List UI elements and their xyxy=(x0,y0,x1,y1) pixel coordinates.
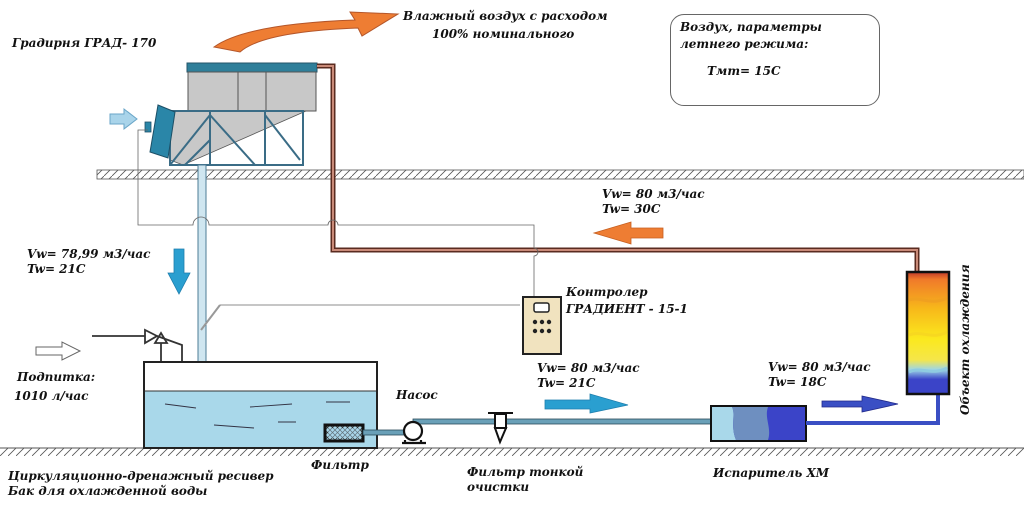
intake-air-arrow xyxy=(109,107,138,131)
cold-flow-arrow xyxy=(821,395,899,413)
makeup-arrow xyxy=(35,341,82,361)
cooling-tower xyxy=(144,62,318,166)
coarse-filter xyxy=(323,423,365,443)
upper-floor-slab xyxy=(96,169,1024,180)
exhaust-air-arrow xyxy=(212,11,400,53)
evaporator xyxy=(710,405,807,442)
cooling-object xyxy=(905,270,951,396)
supply-flow-rate: Vw= 80 м3/час xyxy=(537,361,640,375)
supply-flow-arrow xyxy=(544,393,629,414)
tower-fan xyxy=(149,104,176,159)
air-temperature: Тмт= 15С xyxy=(707,64,781,78)
cooling-tower-title: Градирня ГРАД- 170 xyxy=(12,36,157,50)
return-flow-arrow xyxy=(592,221,664,245)
air-parameters-box xyxy=(670,14,880,106)
pump-label: Насос xyxy=(396,388,438,402)
exhaust-air-label-line2: 100% номинального xyxy=(432,27,575,41)
hot-return-pipe xyxy=(317,63,920,272)
air-params-line1: Воздух, параметры xyxy=(680,20,822,34)
evaporator-flow-rate: Vw= 80 м3/час xyxy=(768,360,871,374)
makeup-label: Подпитка: xyxy=(17,370,96,384)
tower-downpipe xyxy=(197,164,207,390)
filter-label: Фильтр xyxy=(311,458,369,472)
return-flow-rate: Vw= 80 м3/час xyxy=(602,187,705,201)
exhaust-air-label-line1: Влажный воздух с расходом xyxy=(403,9,608,23)
fine-filter xyxy=(488,412,513,445)
evaporator-label: Испаритель ХМ xyxy=(713,466,830,480)
ground-line xyxy=(0,447,1024,456)
tank-label-line1: Циркуляционно-дренажный ресивер xyxy=(8,469,274,483)
tower-outflow-rate: Vw= 78,99 м3/час xyxy=(27,247,151,261)
fine-filter-label-line2: очистки xyxy=(467,480,530,494)
makeup-rate: 1010 л/час xyxy=(14,389,89,403)
tower-outflow-arrow xyxy=(167,248,191,295)
control-wiring xyxy=(137,129,539,331)
controller-device xyxy=(522,296,562,355)
fine-filter-label-line1: Фильтр тонкой xyxy=(467,465,584,479)
return-flow-temp: Tw= 30C xyxy=(602,202,661,216)
evaporator-flow-temp: Tw= 18C xyxy=(768,375,827,389)
supply-flow-temp: Tw= 21C xyxy=(537,376,596,390)
tower-outflow-temp: Tw= 21C xyxy=(27,262,86,276)
controller-label-line1: Контролер xyxy=(566,285,648,299)
cold-pipe xyxy=(806,393,940,425)
air-params-line2: летнего режима: xyxy=(680,37,809,51)
controller-label-line2: ГРАДИЕНТ - 15-1 xyxy=(566,302,688,316)
cooling-object-label: Объект охлаждения xyxy=(958,264,972,415)
pump xyxy=(402,420,426,445)
tank-label-line2: Бак для охлажденной воды xyxy=(8,484,208,498)
